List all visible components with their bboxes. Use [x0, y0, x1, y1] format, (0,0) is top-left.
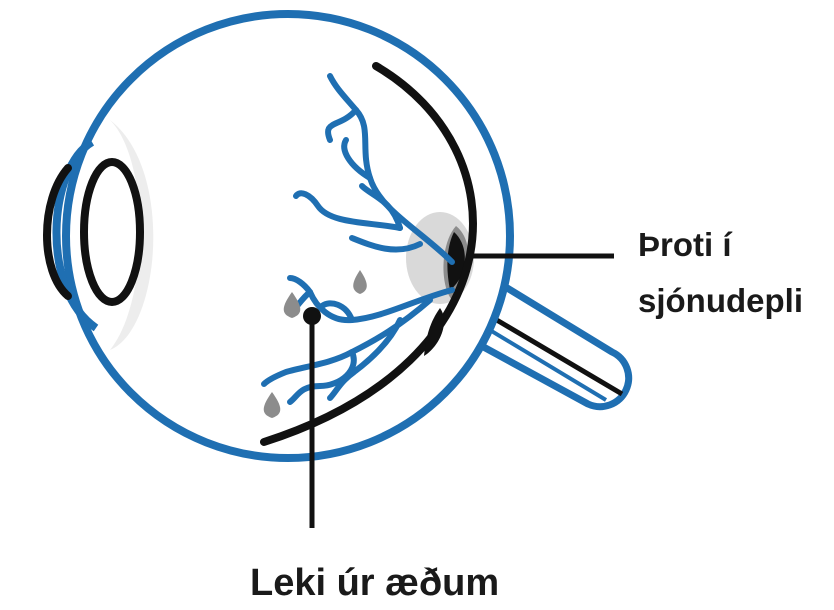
macular-edema-label-line1: Þroti í — [638, 226, 732, 264]
vessel-leak-label: Leki úr æðum — [250, 562, 499, 605]
macular-edema-label-line2: sjónudepli — [638, 282, 803, 320]
macula-shade — [406, 212, 474, 304]
lens — [47, 162, 140, 302]
leader-dot-leak — [303, 307, 321, 325]
